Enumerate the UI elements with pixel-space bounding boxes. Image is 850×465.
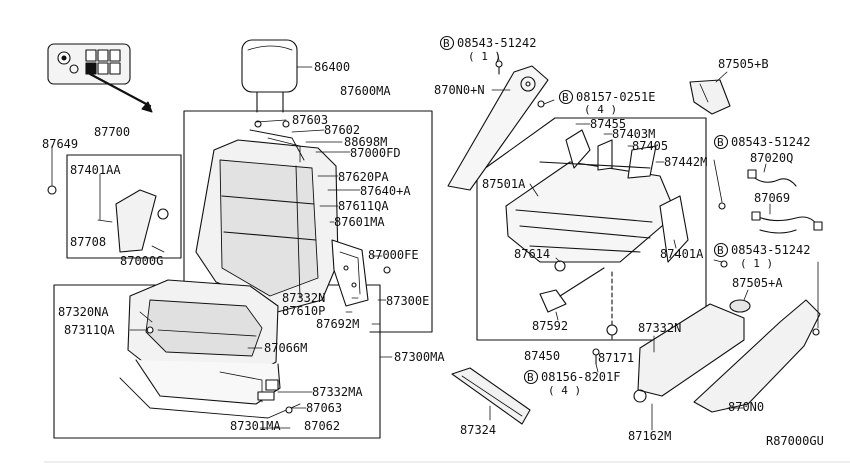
part-label-86400[interactable]: 86400	[314, 60, 351, 74]
part-label-87640a[interactable]: 87640+A	[360, 184, 411, 198]
part-label-87401a[interactable]: 87401A	[660, 247, 704, 261]
seatback-drawing	[195, 129, 339, 315]
part-label-87332n[interactable]: 87332N	[282, 291, 326, 305]
headrest-drawing	[241, 39, 298, 113]
cover-drawing	[689, 79, 731, 115]
seat-slide-frame-drawing	[505, 129, 689, 263]
part-label-87000g[interactable]: 87000G	[120, 254, 164, 268]
bolt-code: 08157-0251E	[576, 90, 656, 104]
part-label-87020q[interactable]: 87020Q	[750, 151, 794, 165]
part-label-87505a[interactable]: 87505+A	[732, 276, 783, 290]
part-label-87603[interactable]: 87603	[292, 113, 329, 127]
bolt-code: 08543-51242	[457, 36, 537, 50]
bolt-code: 08156-8201F	[541, 370, 621, 384]
part-label-87000fd[interactable]: 87000FD	[350, 146, 401, 160]
part-label-87162m[interactable]: 87162M	[628, 429, 672, 443]
part-label-87332n-b[interactable]: 87332N	[638, 321, 682, 335]
part-label-87000fe[interactable]: 87000FE	[368, 248, 419, 262]
armrest-drawing	[115, 189, 169, 253]
vehicle-locator-icon	[47, 43, 153, 113]
bolt-symbol: B	[527, 371, 534, 384]
part-label-87171[interactable]: 87171	[598, 351, 635, 365]
seat-frame-drawing	[331, 239, 369, 307]
part-label-87401aa[interactable]: 87401AA	[70, 163, 121, 177]
part-label-87300ma[interactable]: 87300MA	[394, 350, 445, 364]
recliner-arm-drawing	[447, 65, 549, 191]
diagram-code: R87000GU	[766, 434, 824, 448]
trim-drawing	[451, 367, 531, 425]
part-label-870n0[interactable]: 870N0	[728, 400, 765, 414]
part-label-87311qa[interactable]: 87311QA	[64, 323, 115, 337]
part-label-88698m[interactable]: 88698M	[344, 135, 388, 149]
part-label-87405[interactable]: 87405	[632, 139, 669, 153]
bolt-qty: ( 4 )	[584, 103, 618, 116]
part-label-87403m[interactable]: 87403M	[612, 127, 656, 141]
side-cover-drawing	[633, 299, 821, 413]
part-label-87649[interactable]: 87649	[42, 137, 79, 151]
part-label-87611qa[interactable]: 87611QA	[338, 199, 389, 213]
part-label-87505b[interactable]: 87505+B	[718, 57, 769, 71]
part-label-87063[interactable]: 87063	[306, 401, 343, 415]
hardware-drawing	[47, 60, 820, 414]
bolt-qty: ( 1 )	[740, 257, 774, 270]
part-label-87708[interactable]: 87708	[70, 235, 107, 249]
harness-drawing	[747, 169, 823, 234]
part-label-87601ma[interactable]: 87601MA	[334, 215, 385, 229]
bolt-code: 08543-51242	[731, 243, 811, 257]
part-label-87700[interactable]: 87700	[94, 125, 131, 139]
part-label-87442m[interactable]: 87442M	[664, 155, 708, 169]
seat-cushion-drawing	[119, 279, 301, 419]
part-label-87501a[interactable]: 87501A	[482, 177, 526, 191]
bolt-symbol: B	[717, 136, 724, 149]
bolt-marker-icons	[439, 35, 729, 385]
part-label-87069[interactable]: 87069	[754, 191, 791, 205]
bolt-qty: ( 4 )	[548, 384, 582, 397]
part-label-87600ma[interactable]: 87600MA	[340, 84, 391, 98]
part-label-87592[interactable]: 87592	[532, 319, 569, 333]
part-label-87620pa[interactable]: 87620PA	[338, 170, 389, 184]
bolt-symbol: B	[717, 244, 724, 257]
part-label-87324[interactable]: 87324	[460, 423, 497, 437]
part-label-87455[interactable]: 87455	[590, 117, 627, 131]
part-label-87450[interactable]: 87450	[524, 349, 561, 363]
part-label-87602[interactable]: 87602	[324, 123, 361, 137]
part-label-87332ma[interactable]: 87332MA	[312, 385, 363, 399]
part-label-87610p[interactable]: 87610P	[282, 304, 326, 318]
bolt-qty: ( 1 )	[468, 50, 502, 63]
bolt-symbol: B	[443, 37, 450, 50]
part-label-87614[interactable]: 87614	[514, 247, 551, 261]
bolt-code: 08543-51242	[731, 135, 811, 149]
leader-lines	[51, 51, 819, 431]
part-label-87320na[interactable]: 87320NA	[58, 305, 109, 319]
part-label-870n0-n[interactable]: 870N0+N	[434, 83, 485, 97]
part-label-87300e[interactable]: 87300E	[386, 294, 430, 308]
part-label-87062[interactable]: 87062	[304, 419, 341, 433]
bolt-symbol: B	[562, 91, 569, 104]
part-label-87066m[interactable]: 87066M	[264, 341, 308, 355]
part-label-87692m[interactable]: 87692M	[316, 317, 360, 331]
part-label-87301ma[interactable]: 87301MA	[230, 419, 281, 433]
